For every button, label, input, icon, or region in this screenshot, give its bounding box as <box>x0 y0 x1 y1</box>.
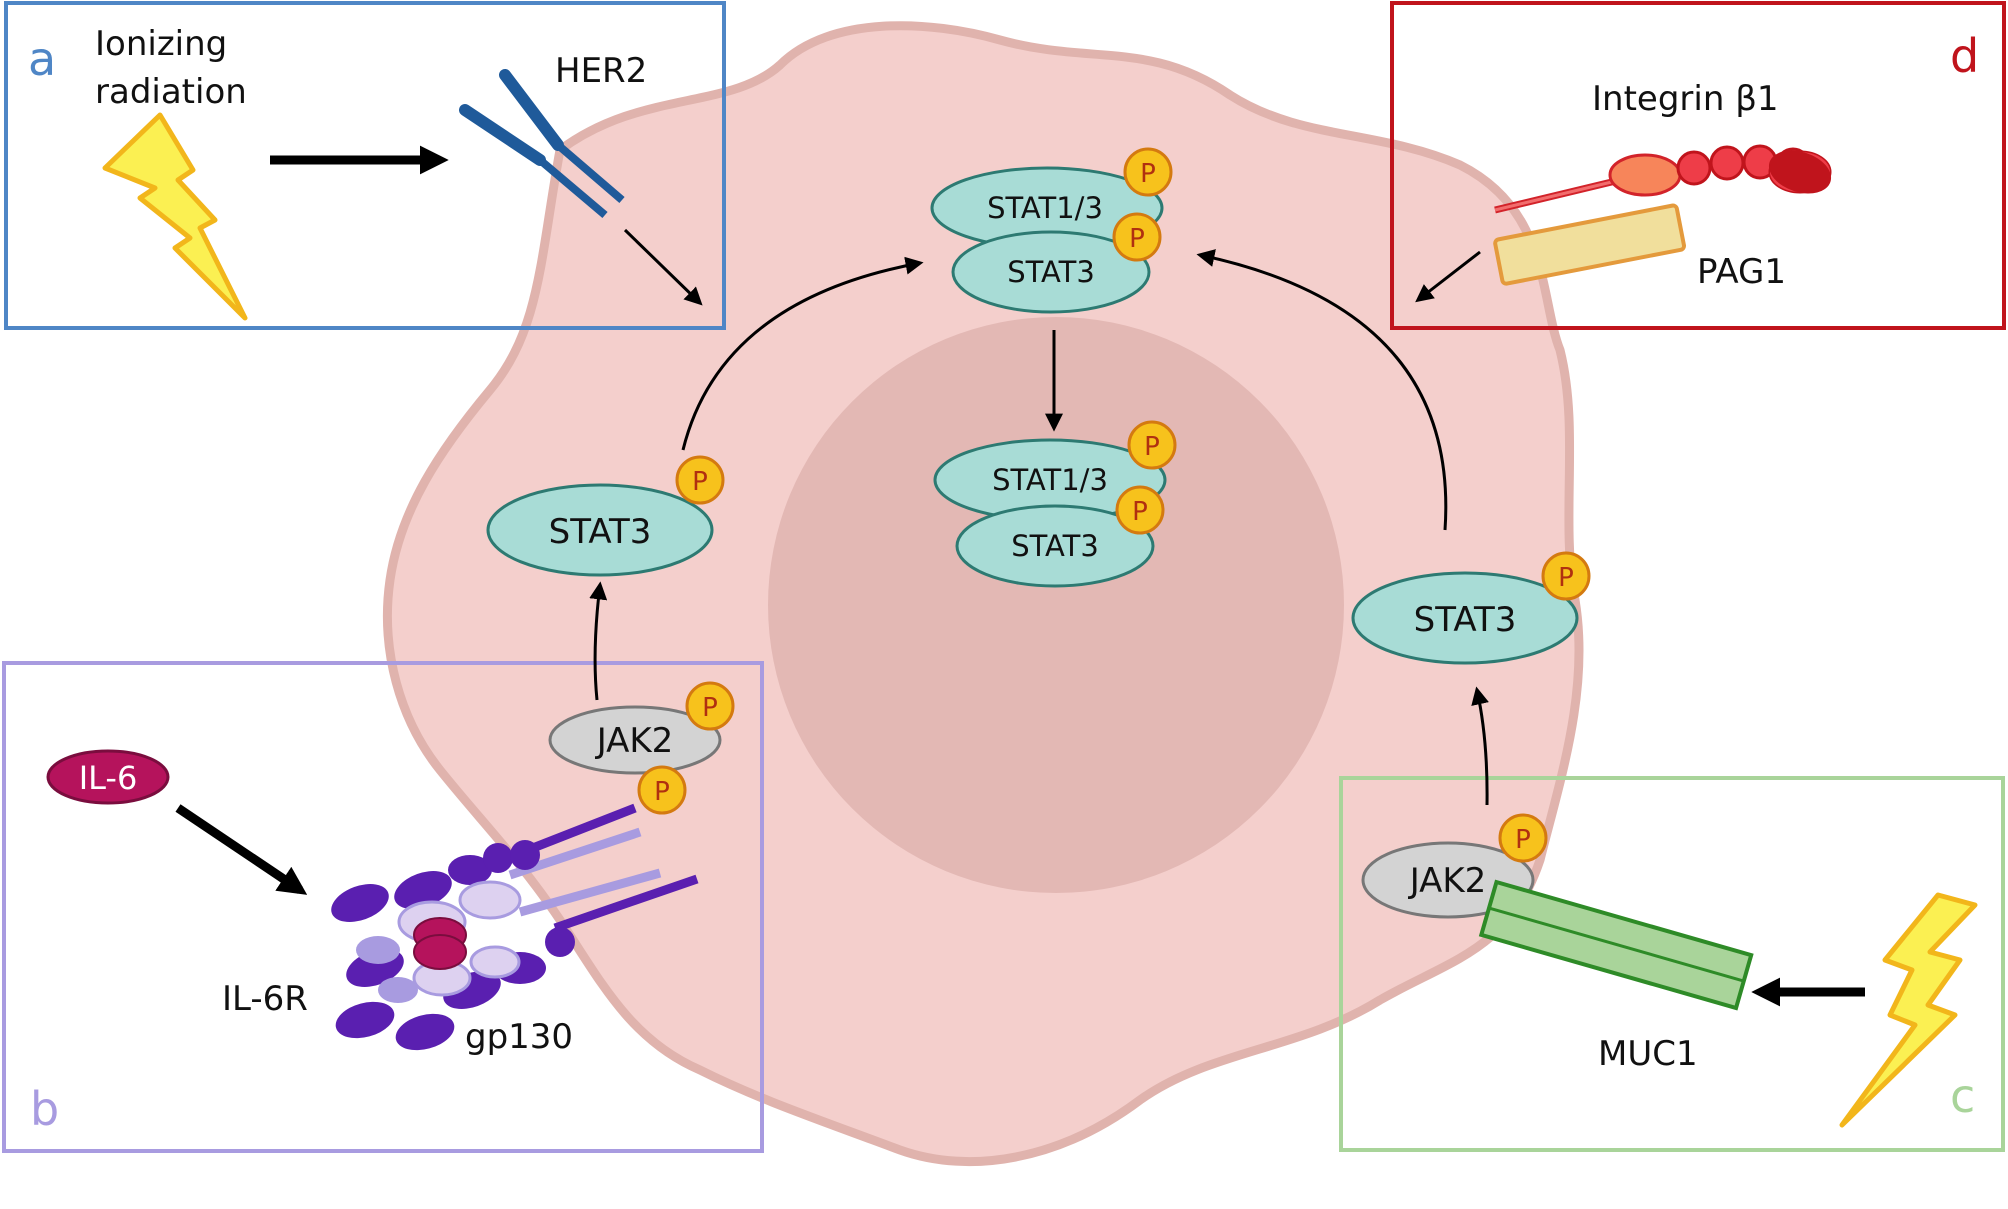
jak2-right-label: JAK2 <box>1408 861 1487 901</box>
phospho-nuclear-stat3-label: P <box>1132 497 1148 527</box>
radiation-label: radiation <box>95 72 247 112</box>
stat3-right-label: STAT3 <box>1414 600 1517 640</box>
phospho-jak2-left <box>685 681 735 731</box>
jak2-to-stat3-right-arrow <box>1471 686 1489 806</box>
cytoplasm-stat13-label: STAT1/3 <box>987 191 1103 225</box>
phospho-nuclear-stat13-label: P <box>1144 432 1160 462</box>
nuclear-stat13-label: STAT1/3 <box>992 463 1108 497</box>
phospho-cytoplasm-stat3 <box>1112 212 1162 262</box>
panel-c-box <box>1339 776 2005 1152</box>
stat3-left-to-dimer-arrow <box>681 256 924 451</box>
panel-b-box <box>2 661 764 1153</box>
cytoplasm-stat3-label: STAT3 <box>1007 255 1095 289</box>
phospho-nuclear-stat13 <box>1127 420 1177 470</box>
phospho-stat3-right-label: P <box>1558 563 1574 593</box>
ionizing-label: Ionizing <box>95 24 227 64</box>
lightning-icon <box>102 112 248 321</box>
her2-receptor-icon <box>459 69 625 219</box>
phospho-gp130 <box>637 765 687 815</box>
cytoplasm-stat3 <box>951 230 1151 314</box>
jak2-to-stat3-left-arrow <box>589 581 608 701</box>
phospho-cytoplasm-stat3-label: P <box>1129 224 1145 254</box>
jak2-left <box>548 705 722 775</box>
nuclear-stat3 <box>955 504 1155 588</box>
pag1-icon <box>1493 203 1687 286</box>
il6r-label: IL-6R <box>222 979 308 1019</box>
muc1-icon <box>1478 879 1754 1011</box>
nuclear-stat3-label: STAT3 <box>1011 529 1099 563</box>
panel-c-letter: c <box>1950 1069 1975 1123</box>
panel-d-letter: d <box>1950 29 1979 83</box>
phospho-stat3-right <box>1541 551 1591 601</box>
gp130-label: gp130 <box>465 1017 573 1057</box>
stat3-right <box>1351 571 1579 665</box>
phospho-cytoplasm-stat13 <box>1123 147 1173 197</box>
pag1-signal-arrow <box>1415 250 1481 303</box>
nucleus <box>768 317 1344 893</box>
stat3-right-to-dimer-arrow <box>1196 249 1448 531</box>
phospho-jak2-left-label: P <box>702 693 718 723</box>
il6-arrow <box>175 804 308 895</box>
stat3-left-label: STAT3 <box>549 512 652 552</box>
phospho-stat3-left-label: P <box>692 467 708 497</box>
lightning-icon-c <box>1839 892 1978 1128</box>
pag1-label: PAG1 <box>1697 252 1786 292</box>
phospho-gp130-label: P <box>654 777 670 807</box>
integrin-beta1-icon <box>1494 144 1832 214</box>
stat3-left <box>486 483 714 577</box>
panel-a-letter: a <box>28 32 56 86</box>
panel-d-box <box>1390 1 2006 330</box>
jak2-left-label: JAK2 <box>595 721 674 761</box>
panel-a-box <box>4 1 726 330</box>
phospho-jak2-right-label: P <box>1515 825 1531 855</box>
her2-label: HER2 <box>555 51 647 91</box>
panel-b-letter: b <box>30 1082 59 1136</box>
phospho-stat3-left <box>675 455 725 505</box>
phospho-nuclear-stat3 <box>1115 485 1165 535</box>
her2-signal-arrow <box>623 228 703 306</box>
integrin-label: Integrin β1 <box>1592 79 1779 119</box>
il6-label: IL-6 <box>79 759 138 797</box>
phospho-cytoplasm-stat13-label: P <box>1140 159 1156 189</box>
il6-ligand <box>46 749 170 805</box>
muc1-label: MUC1 <box>1598 1034 1698 1074</box>
phospho-jak2-right <box>1498 813 1548 863</box>
il6r-gp130-complex-icon <box>331 803 699 1051</box>
